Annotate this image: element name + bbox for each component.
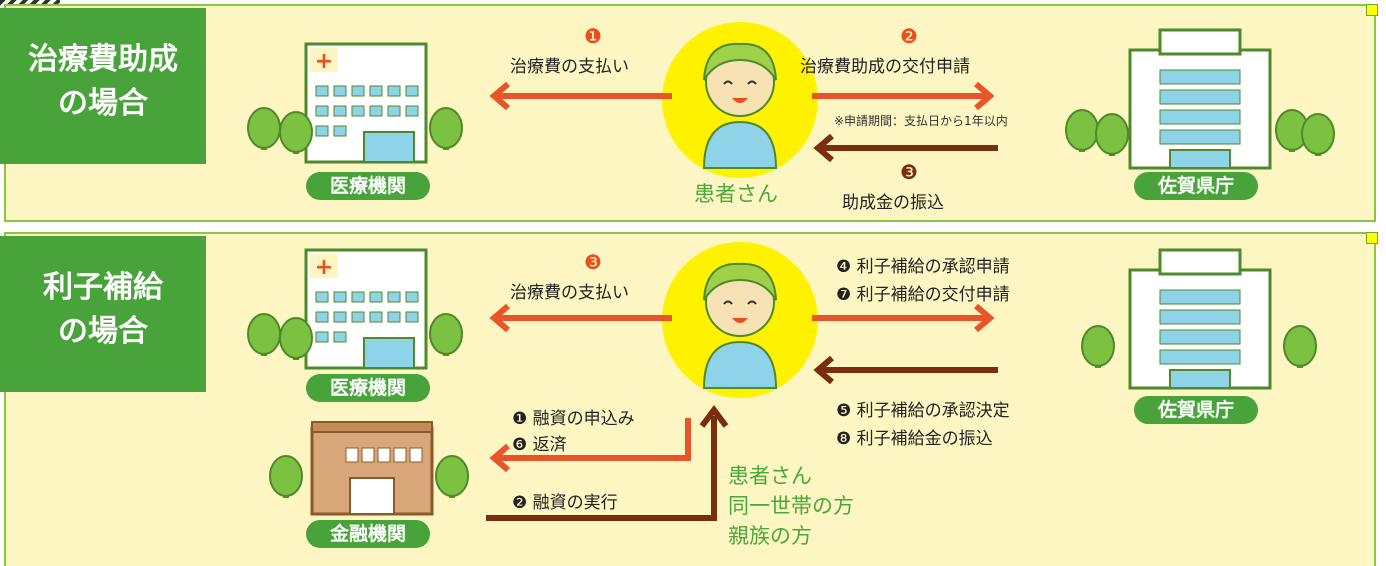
interest-grant-application: ❼ 利子補給の交付申請 <box>836 285 1010 305</box>
hospital-icon <box>247 42 463 164</box>
step3-label: 助成金の振込 <box>842 193 944 213</box>
facility-tag-office: 佐賀県庁 <box>1134 396 1258 424</box>
facility-tag-hospital: 医療機関 <box>306 172 430 200</box>
bank-icon <box>269 421 469 516</box>
arrow-application <box>812 81 995 111</box>
subsidy-title-line2: の場合 <box>58 86 148 121</box>
interest-title-line2: の場合 <box>58 314 148 349</box>
interest-title-line1: 利子補給 <box>43 270 163 305</box>
patient-label: 患者さん <box>694 182 778 206</box>
arrow-payment <box>489 81 672 111</box>
step2-number: ❷ <box>900 24 918 48</box>
loan-execution-label: ❷ 融資の実行 <box>512 493 618 513</box>
facility-tag-bank: 金融機関 <box>306 520 430 548</box>
corner-stripes <box>0 0 60 6</box>
prefectural-office-icon <box>1081 248 1317 390</box>
applicant-relative: 親族の方 <box>728 524 812 548</box>
panel-corner-marker <box>1366 232 1378 244</box>
arrow-loan-application <box>489 418 691 473</box>
arrow-transfer <box>813 133 998 163</box>
application-period-note: ※申請期間：支払日から1年以内 <box>834 114 1008 128</box>
arrow-interest-application <box>812 303 995 333</box>
panel-corner-marker <box>1366 4 1378 16</box>
step1-label: 治療費の支払い <box>510 57 629 77</box>
arrow-loan-execution <box>486 405 729 521</box>
repayment-label: ❻ 返済 <box>512 435 567 455</box>
patient-icon <box>661 241 819 399</box>
step3-number: ❸ <box>900 160 918 184</box>
applicant-household: 同一世帯の方 <box>728 494 854 518</box>
subsidy-title-line1: 治療費助成 <box>28 42 178 77</box>
loan-application-label: ❶ 融資の申込み <box>512 409 635 429</box>
arrow-payment <box>489 303 672 333</box>
payment-label: 治療費の支払い <box>510 283 629 303</box>
arrow-interest-decision <box>813 355 998 385</box>
applicant-patient: 患者さん <box>728 464 812 488</box>
prefectural-office-icon <box>1065 28 1335 170</box>
facility-tag-office: 佐賀県庁 <box>1134 172 1258 200</box>
hospital-icon <box>247 248 463 370</box>
interest-title-block: 利子補給 の場合 <box>0 236 206 392</box>
step2-label: 治療費助成の交付申請 <box>800 57 970 77</box>
step1-number: ❶ <box>584 24 602 48</box>
interest-approval-application: ❹ 利子補給の承認申請 <box>836 257 1010 277</box>
interest-approval-decision: ❺ 利子補給の承認決定 <box>836 401 1010 421</box>
interest-payment-transfer: ❽ 利子補給金の振込 <box>836 429 993 449</box>
subsidy-title-block: 治療費助成 の場合 <box>0 8 206 164</box>
patient-icon <box>661 21 819 179</box>
payment-step-number: ❸ <box>584 250 602 274</box>
facility-tag-hospital: 医療機関 <box>306 374 430 402</box>
